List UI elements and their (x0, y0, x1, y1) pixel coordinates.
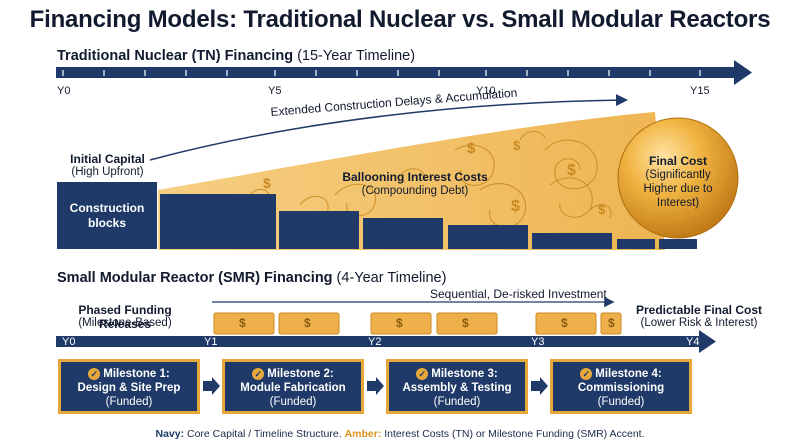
milestone-status: (Funded) (597, 396, 645, 408)
dollar-icon: $ (511, 198, 520, 215)
dollar-icon: $ (263, 175, 271, 191)
delay-arrow (149, 94, 628, 161)
smr-tick-y1: Y1 (204, 336, 218, 348)
dollar-icon: $ (567, 162, 576, 179)
milestone-title: Milestone 2: (267, 368, 334, 380)
milestone-name: Assembly & Testing (402, 382, 512, 394)
smr-funding-blocks (213, 312, 622, 335)
dollar-icon: $ (239, 316, 246, 330)
milestone-arrows (203, 377, 548, 395)
legend-amber-key: Amber: (344, 428, 382, 440)
smr-tick-y4: Y4 (686, 336, 700, 348)
milestone-status: (Funded) (433, 396, 481, 408)
tn-tick-y10: Y10 (476, 85, 496, 97)
construction-block (160, 194, 276, 249)
page-title: Financing Models: Traditional Nuclear vs… (29, 6, 771, 33)
funding-block (436, 312, 498, 335)
dollar-icon: $ (561, 316, 568, 330)
smr-timeline-bar (56, 336, 701, 347)
dollar-icon: $ (396, 316, 403, 330)
interest-subtitle: (Compounding Debt) (361, 185, 469, 197)
tn-timeline-bar (56, 67, 736, 78)
funding-block (213, 312, 275, 335)
smr-tick-y3: Y3 (531, 336, 545, 348)
checkmark-icon: ✓ (88, 368, 101, 380)
tn-tick-y0: Y0 (57, 85, 71, 97)
legend-navy-key: Navy: (155, 428, 185, 440)
milestone-name: Commissioning (577, 382, 665, 394)
construction-block (532, 233, 612, 249)
tn-tick-y15: Y15 (690, 85, 710, 97)
sequential-label: Sequential, De-risked Investment (430, 287, 607, 301)
dollar-icon: $ (608, 316, 615, 330)
construction-block (279, 211, 359, 249)
predictable-cost-subtitle: (Lower Risk & Interest) (640, 317, 758, 329)
milestone-name: Design & Site Prep (77, 382, 181, 394)
smr-section-title: Small Modular Reactor (SMR) Financing (4… (57, 270, 447, 286)
phased-funding-subtitle: (Milestone-Based) (78, 317, 172, 329)
legend-note: Navy: Core Capital / Timeline Structure.… (0, 428, 800, 440)
legend-navy-text: Core Capital / Timeline Structure. (184, 428, 345, 440)
smr-tick-y0: Y0 (62, 336, 76, 348)
final-cost-title: Final Cost (648, 154, 707, 168)
construction-block (57, 182, 157, 249)
initial-capital-title: Initial Capital (70, 152, 145, 166)
final-cost-subtitle: (Significantly Higher due to Interest) (643, 169, 713, 209)
construction-block (617, 239, 655, 249)
tn-construction-blocks (57, 182, 697, 249)
milestone-arrow (203, 377, 220, 395)
milestone-1-card: ✓Milestone 1: Design & Site Prep (Funded… (58, 359, 200, 414)
construction-block (659, 239, 697, 249)
smr-timeline (56, 330, 716, 353)
construction-blocks-label: Construction blocks (69, 201, 145, 230)
milestone-arrow (531, 377, 548, 395)
milestone-title: Milestone 3: (431, 368, 498, 380)
legend-amber-text: Interest Costs (TN) or Milestone Funding… (381, 428, 645, 440)
construction-block (363, 218, 443, 249)
predictable-cost-title: Predictable Final Cost (635, 303, 763, 317)
milestone-name: Module Fabrication (240, 382, 346, 394)
checkmark-icon: ✓ (580, 368, 593, 380)
dollar-icon: $ (304, 316, 311, 330)
milestone-3-card: ✓Milestone 3: Assembly & Testing (Funded… (386, 359, 528, 414)
phased-funding-title: Phased Funding Releases (78, 303, 172, 331)
dollar-icon: $ (462, 316, 469, 330)
milestone-status: (Funded) (105, 396, 153, 408)
smr-tick-y2: Y2 (368, 336, 382, 348)
interest-title: Ballooning Interest Costs (342, 170, 488, 184)
checkmark-icon: ✓ (416, 368, 429, 380)
tn-timeline-arrowhead (734, 60, 752, 85)
tn-section-title: Traditional Nuclear (TN) Financing (15-Y… (57, 48, 416, 64)
construction-block (448, 225, 528, 249)
checkmark-icon: ✓ (252, 368, 265, 380)
initial-capital-subtitle: (High Upfront) (71, 166, 144, 178)
smr-timeline-arrowhead (699, 330, 716, 353)
funding-block (370, 312, 432, 335)
funding-block (535, 312, 597, 335)
dollar-icon: $ (513, 138, 521, 153)
dollar-icon: $ (598, 202, 606, 217)
tn-timeline (56, 60, 752, 85)
milestone-2-card: ✓Milestone 2: Module Fabrication (Funded… (222, 359, 364, 414)
dollar-icon: $ (467, 140, 476, 157)
final-cost-sphere (617, 117, 739, 239)
funding-block (278, 312, 340, 335)
tn-timeline-ticks (62, 70, 701, 76)
milestone-4-card: ✓Milestone 4: Commissioning (Funded) (550, 359, 692, 414)
milestone-title: Milestone 4: (595, 368, 662, 380)
milestone-title: Milestone 1: (103, 368, 170, 380)
milestone-arrow (367, 377, 384, 395)
funding-block (600, 312, 622, 335)
tn-tick-y5: Y5 (268, 85, 282, 97)
milestone-status: (Funded) (269, 396, 317, 408)
